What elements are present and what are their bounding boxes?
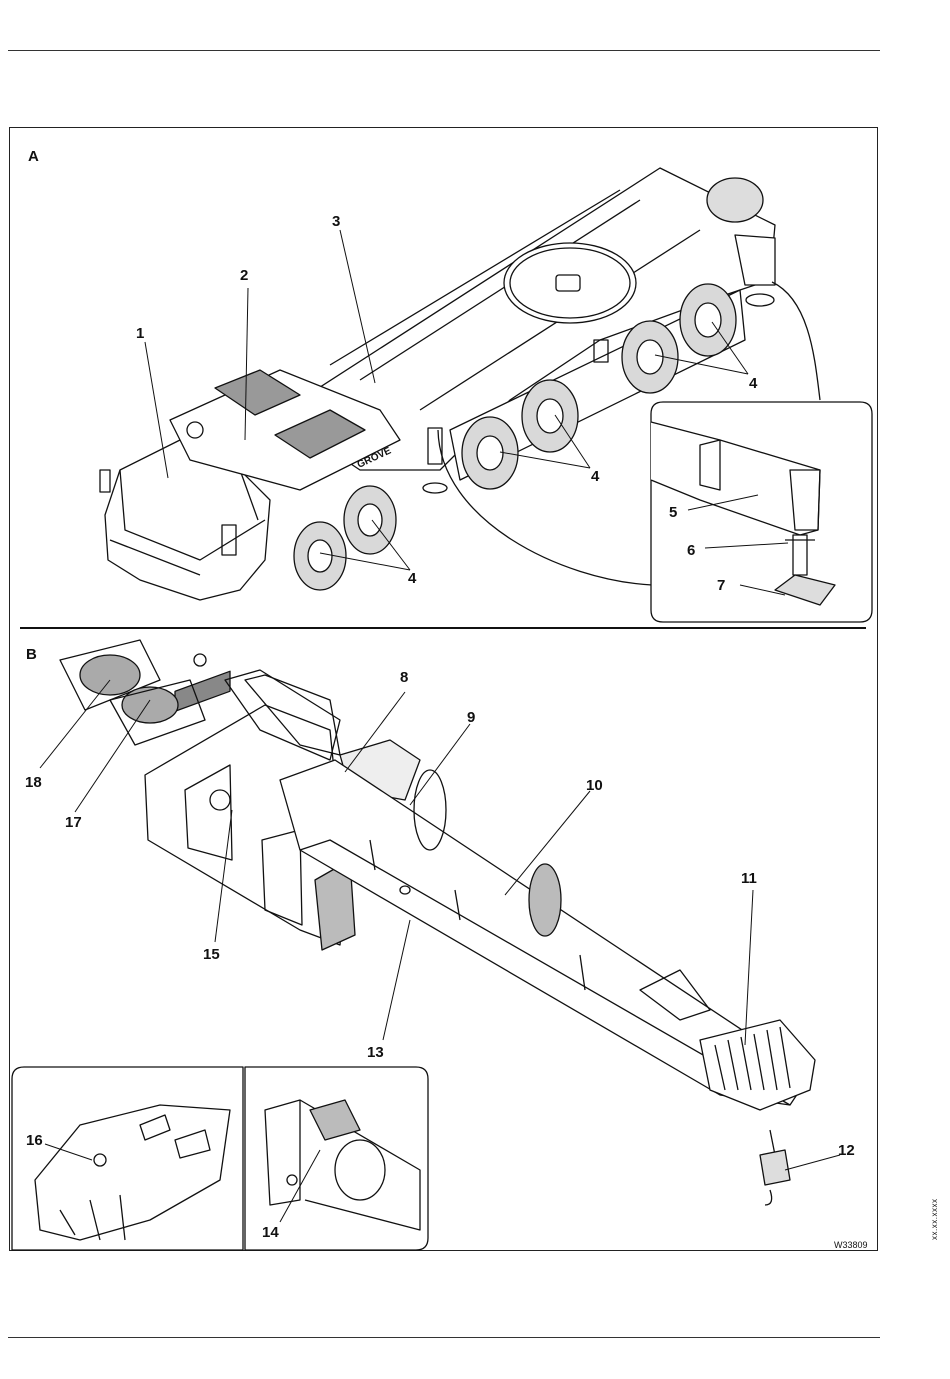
callout-4-middle: 4 <box>591 469 599 484</box>
callout-4-front: 4 <box>408 571 416 586</box>
hook-block <box>760 1130 790 1205</box>
callout-8: 8 <box>400 670 408 685</box>
figure-code: W33809 <box>834 1240 868 1250</box>
callout-3: 3 <box>332 214 340 229</box>
callout-7: 7 <box>717 578 725 593</box>
callout-6: 6 <box>687 543 695 558</box>
callout-11: 11 <box>741 871 757 886</box>
side-code: xx.xx.xxxx <box>930 1186 950 1240</box>
callout-4-rear: 4 <box>749 376 757 391</box>
callout-18: 18 <box>25 775 42 790</box>
callout-13: 13 <box>367 1045 384 1060</box>
callout-5: 5 <box>669 505 677 520</box>
callout-10: 10 <box>586 778 603 793</box>
section-label-a: A <box>28 148 39 165</box>
callout-14: 14 <box>262 1225 279 1240</box>
callout-15: 15 <box>203 947 220 962</box>
callout-16: 16 <box>26 1133 43 1148</box>
callout-1: 1 <box>136 326 144 341</box>
callout-12: 12 <box>838 1143 855 1158</box>
callout-9: 9 <box>467 710 475 725</box>
section-label-b: B <box>26 646 37 663</box>
callout-2: 2 <box>240 268 248 283</box>
callout-17: 17 <box>65 815 82 830</box>
